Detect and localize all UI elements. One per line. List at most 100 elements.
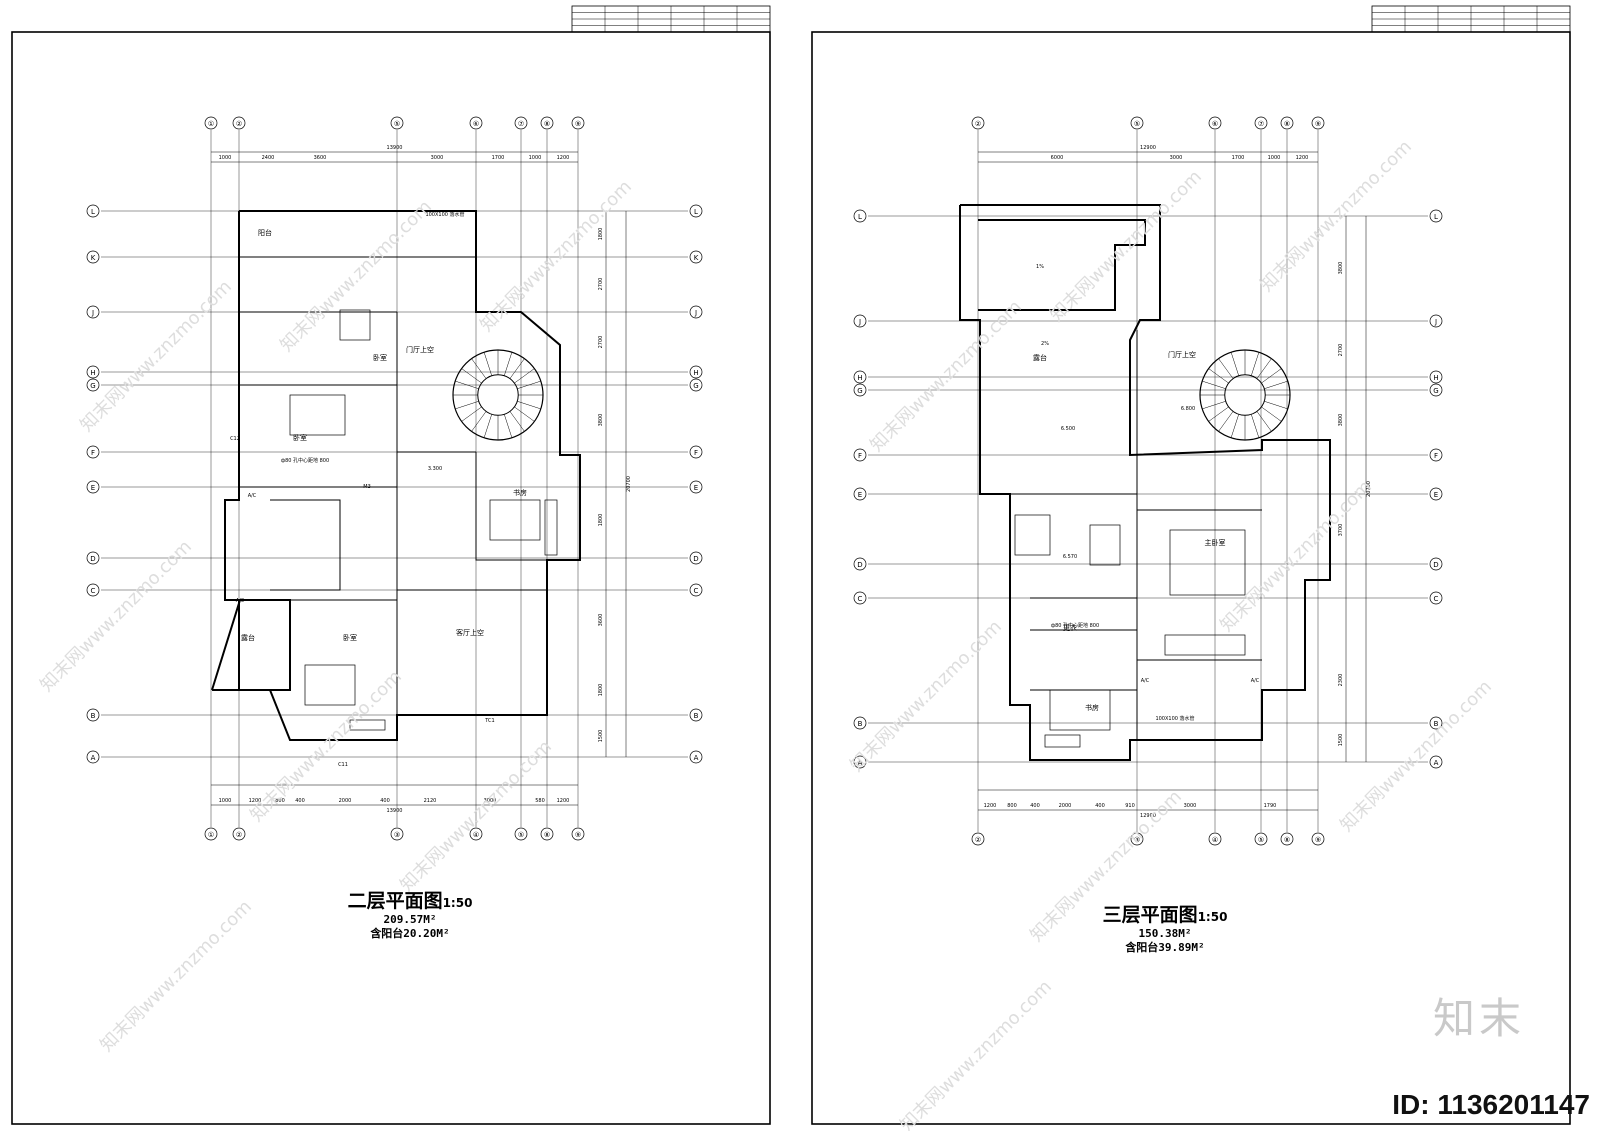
axis-bubble bbox=[514, 827, 528, 841]
stair-tread bbox=[1264, 380, 1288, 389]
axis-bubble bbox=[571, 827, 585, 841]
axis-label: H bbox=[1433, 374, 1438, 382]
axis-label: B bbox=[694, 712, 699, 720]
axis-bubble bbox=[232, 116, 246, 130]
dim-right: 3700 bbox=[1338, 524, 1344, 537]
watermark-text: 知末网www.znzmo.com bbox=[36, 536, 196, 696]
dim-right: 3800 bbox=[598, 414, 604, 427]
axis-bubble bbox=[390, 827, 404, 841]
dim-bottom: 1200 bbox=[249, 798, 262, 804]
axis-label: ⑧ bbox=[1284, 120, 1290, 128]
axis-label: A bbox=[1434, 759, 1439, 767]
axis-bubble bbox=[1429, 448, 1443, 462]
stair-tread bbox=[1251, 414, 1260, 438]
axis-bubble bbox=[689, 480, 703, 494]
stair-tread bbox=[509, 358, 525, 379]
axis-bubble bbox=[469, 827, 483, 841]
annotation: 6.570 bbox=[1063, 554, 1077, 560]
axis-label: ③ bbox=[1134, 836, 1140, 844]
room-label: 更衣 bbox=[1063, 623, 1077, 632]
axis-bubble bbox=[390, 116, 404, 130]
axis-label: ⑦ bbox=[1258, 120, 1264, 128]
axis-bubble bbox=[232, 827, 246, 841]
stair-tread bbox=[1256, 358, 1272, 379]
dim-total-bottom: 13900 bbox=[387, 808, 403, 814]
room-label: 阳台 bbox=[258, 228, 272, 237]
dim-top: 3000 bbox=[1170, 155, 1183, 161]
axis-bubble bbox=[1429, 755, 1443, 769]
axis-bubble bbox=[971, 116, 985, 130]
axis-label: ⑨ bbox=[575, 120, 581, 128]
axis-bubble bbox=[689, 204, 703, 218]
axis-bubble bbox=[689, 551, 703, 565]
axis-label: L bbox=[858, 213, 862, 221]
axis-label: B bbox=[858, 720, 863, 728]
stair-tread bbox=[504, 352, 513, 376]
furniture bbox=[349, 719, 386, 731]
axis-bubble bbox=[853, 716, 867, 730]
dim-bottom: 2000 bbox=[1059, 803, 1072, 809]
room-label: 主卧室 bbox=[1205, 538, 1226, 547]
stair-tread bbox=[483, 414, 492, 438]
axis-bubble bbox=[1429, 383, 1443, 397]
stair-tread bbox=[1261, 368, 1282, 384]
axis-label: ⑨ bbox=[1315, 836, 1321, 844]
dim-bottom: 910 bbox=[1125, 803, 1135, 809]
axis-label: B bbox=[1434, 720, 1439, 728]
watermark-text: 知末网www.znzmo.com bbox=[846, 616, 1006, 776]
axis-label: C bbox=[858, 595, 863, 603]
axis-bubble bbox=[1429, 370, 1443, 384]
dim-total-right: 20700 bbox=[626, 476, 632, 492]
dim-right: 1500 bbox=[598, 730, 604, 743]
axis-label: G bbox=[693, 382, 698, 390]
axis-bubble bbox=[689, 365, 703, 379]
interior-wall bbox=[475, 452, 547, 561]
stair-tread bbox=[1208, 368, 1229, 384]
annotation: A/C bbox=[236, 598, 245, 604]
axis-label: ⑧ bbox=[1284, 836, 1290, 844]
axis-label: ⑤ bbox=[1134, 120, 1140, 128]
axis-label: G bbox=[857, 387, 862, 395]
dim-right: 1800 bbox=[598, 228, 604, 241]
dim-top: 3600 bbox=[314, 155, 327, 161]
axis-label: K bbox=[694, 254, 699, 262]
dim-top: 1200 bbox=[557, 155, 570, 161]
axis-label: ⑨ bbox=[1315, 120, 1321, 128]
axis-label: J bbox=[858, 318, 861, 326]
stair-tread bbox=[509, 411, 525, 432]
axis-bubble bbox=[86, 250, 100, 264]
axis-bubble bbox=[1254, 832, 1268, 846]
exterior-wall bbox=[978, 219, 1146, 311]
dim-top: 1000 bbox=[219, 155, 232, 161]
dim-total-top: 12900 bbox=[1140, 145, 1156, 151]
axis-bubble bbox=[1280, 116, 1294, 130]
watermark-text: 知末网www.znzmo.com bbox=[76, 276, 236, 436]
stair-tread bbox=[1230, 414, 1239, 438]
axis-label: ② bbox=[236, 831, 242, 839]
axis-label: J bbox=[694, 309, 697, 317]
dim-bottom: 800 bbox=[1007, 803, 1017, 809]
room-label: 客厅上空 bbox=[456, 628, 484, 637]
sheet-border bbox=[811, 31, 1571, 1125]
axis-bubble bbox=[689, 250, 703, 264]
axis-bubble bbox=[689, 305, 703, 319]
dim-bottom: 2120 bbox=[424, 798, 437, 804]
stair-tread bbox=[471, 358, 487, 379]
axis-label: F bbox=[694, 449, 698, 457]
axis-label: ⑤ bbox=[394, 120, 400, 128]
axis-bubble bbox=[853, 487, 867, 501]
plan-scale: 1:50 bbox=[1197, 910, 1228, 924]
stair-tread bbox=[461, 406, 482, 422]
axis-label: H bbox=[857, 374, 862, 382]
annotation: 100X100 落水管 bbox=[1155, 715, 1194, 722]
axis-bubble bbox=[1208, 832, 1222, 846]
axis-label: G bbox=[90, 382, 95, 390]
dim-right: 2300 bbox=[1338, 674, 1344, 687]
axis-bubble bbox=[689, 750, 703, 764]
floor-area: 209.57M² bbox=[383, 913, 437, 926]
annotation: 6.800 bbox=[1181, 406, 1195, 412]
dim-bottom: 400 bbox=[1095, 803, 1105, 809]
axis-bubble bbox=[853, 557, 867, 571]
